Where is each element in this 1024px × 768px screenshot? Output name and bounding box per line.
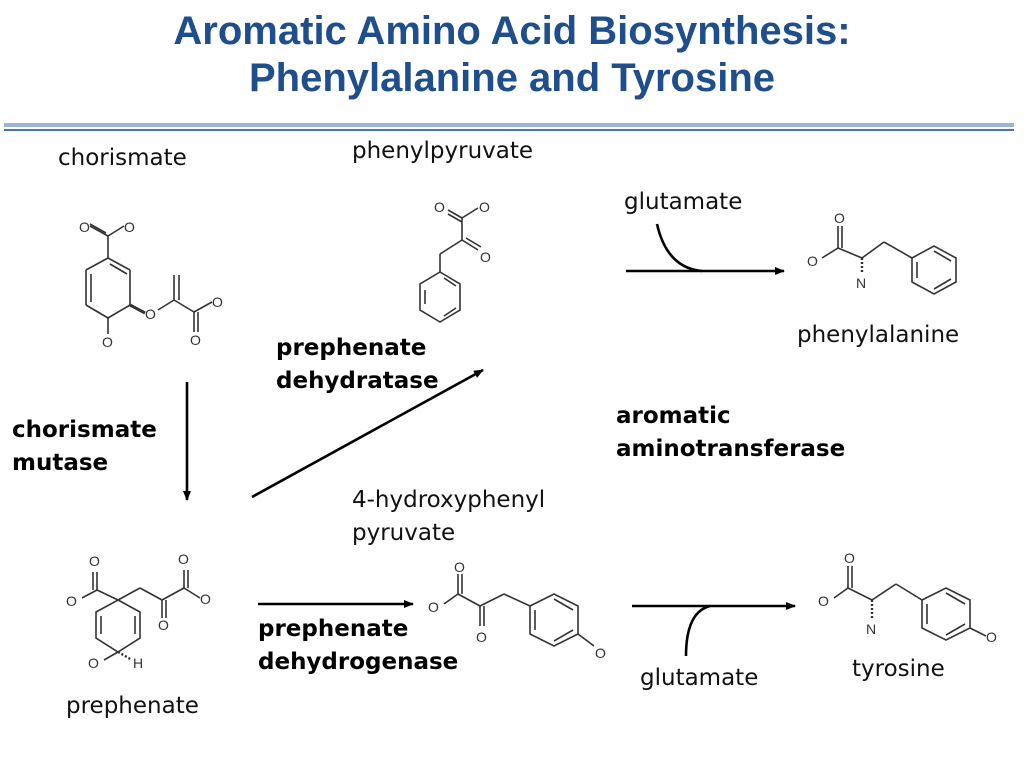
atom-label: O	[454, 559, 465, 575]
atom-label: N	[856, 275, 866, 291]
hydroxyphenylpyruvate-label-line-1: 4-hydroxyphenyl	[352, 487, 546, 513]
phenylpyruvate-atoms: O O O	[434, 199, 491, 265]
atom-label: O	[79, 219, 90, 235]
prephenate-dehydrogenase-label-line-2: dehydrogenase	[258, 649, 459, 675]
atom-label: O	[479, 199, 490, 215]
slide-title-line-1: Aromatic Amino Acid Biosynthesis:	[173, 9, 851, 53]
atom-label: H	[133, 655, 143, 671]
chorismate-structure	[85, 223, 213, 334]
atom-label: O	[145, 306, 156, 322]
arrow-prephenate-to-phenylpyruvate	[251, 368, 484, 499]
prephenate-dehydratase-label-line-1: prephenate	[276, 335, 427, 361]
atom-label: O	[480, 249, 491, 265]
title-divider-light	[4, 123, 1014, 127]
slide-title: Aromatic Amino Acid Biosynthesis: Phenyl…	[0, 8, 1024, 102]
prephenate-structure	[81, 570, 201, 662]
atom-label: O	[834, 210, 845, 226]
atom-label: O	[178, 551, 189, 567]
prephenate-label: prephenate	[66, 693, 199, 719]
glutamate-top-label: glutamate	[624, 189, 743, 215]
glutamate-curve-bottom	[684, 604, 711, 657]
atom-label: N	[866, 621, 876, 637]
atom-label: O	[89, 553, 100, 569]
hydroxyphenylpyruvate-structure	[443, 574, 595, 647]
atom-label: O	[124, 219, 135, 235]
atom-label: O	[190, 332, 201, 348]
atom-label: O	[807, 253, 818, 269]
chorismate-label: chorismate	[58, 145, 187, 171]
hydroxyphenylpyruvate-label-line-2: pyruvate	[352, 520, 456, 546]
chorismate-atoms: O O O O O O	[79, 219, 223, 350]
glutamate-bottom-label: glutamate	[640, 665, 759, 691]
tyrosine-label: tyrosine	[852, 656, 945, 682]
chorismate-mutase-label-line-2: mutase	[12, 450, 109, 476]
atom-label: O	[818, 593, 829, 609]
reaction-arrows	[183, 223, 796, 657]
atom-label: O	[158, 617, 169, 633]
atom-label: O	[986, 629, 997, 645]
prephenate-dehydratase-label-line-2: dehydratase	[276, 368, 439, 394]
atom-label: O	[66, 593, 77, 609]
aromatic-aminotransferase-label-line-2: aminotransferase	[616, 436, 846, 462]
tyrosine-structure	[833, 566, 987, 641]
phenylpyruvate-label: phenylpyruvate	[352, 138, 534, 164]
prephenate-dehydrogenase-label-line-1: prephenate	[258, 616, 409, 642]
phenylalanine-structure	[821, 226, 957, 295]
atom-label: O	[200, 591, 211, 607]
atom-label: O	[434, 199, 445, 215]
phenylalanine-label: phenylalanine	[797, 322, 960, 348]
atom-label: O	[102, 334, 113, 350]
atom-label: O	[476, 629, 487, 645]
prephenate-atoms: O O O O O O H	[66, 551, 211, 671]
glutamate-curve-top	[655, 223, 703, 273]
hydroxyphenylpyruvate-atoms: O O O O	[428, 559, 606, 661]
atom-label: O	[595, 645, 606, 661]
title-divider-dark	[4, 129, 1014, 131]
atom-label: O	[428, 599, 439, 615]
phenylalanine-atoms: O O N	[807, 210, 866, 291]
atom-label: O	[844, 550, 855, 566]
tyrosine-atoms: O O N O	[818, 550, 997, 645]
slide-title-line-2: Phenylalanine and Tyrosine	[248, 56, 776, 100]
atom-label: O	[88, 655, 99, 671]
aromatic-aminotransferase-label-line-1: aromatic	[616, 403, 731, 429]
chorismate-mutase-label-line-1: chorismate	[12, 417, 157, 443]
phenylpyruvate-structure	[419, 207, 482, 323]
atom-label: O	[212, 294, 223, 310]
